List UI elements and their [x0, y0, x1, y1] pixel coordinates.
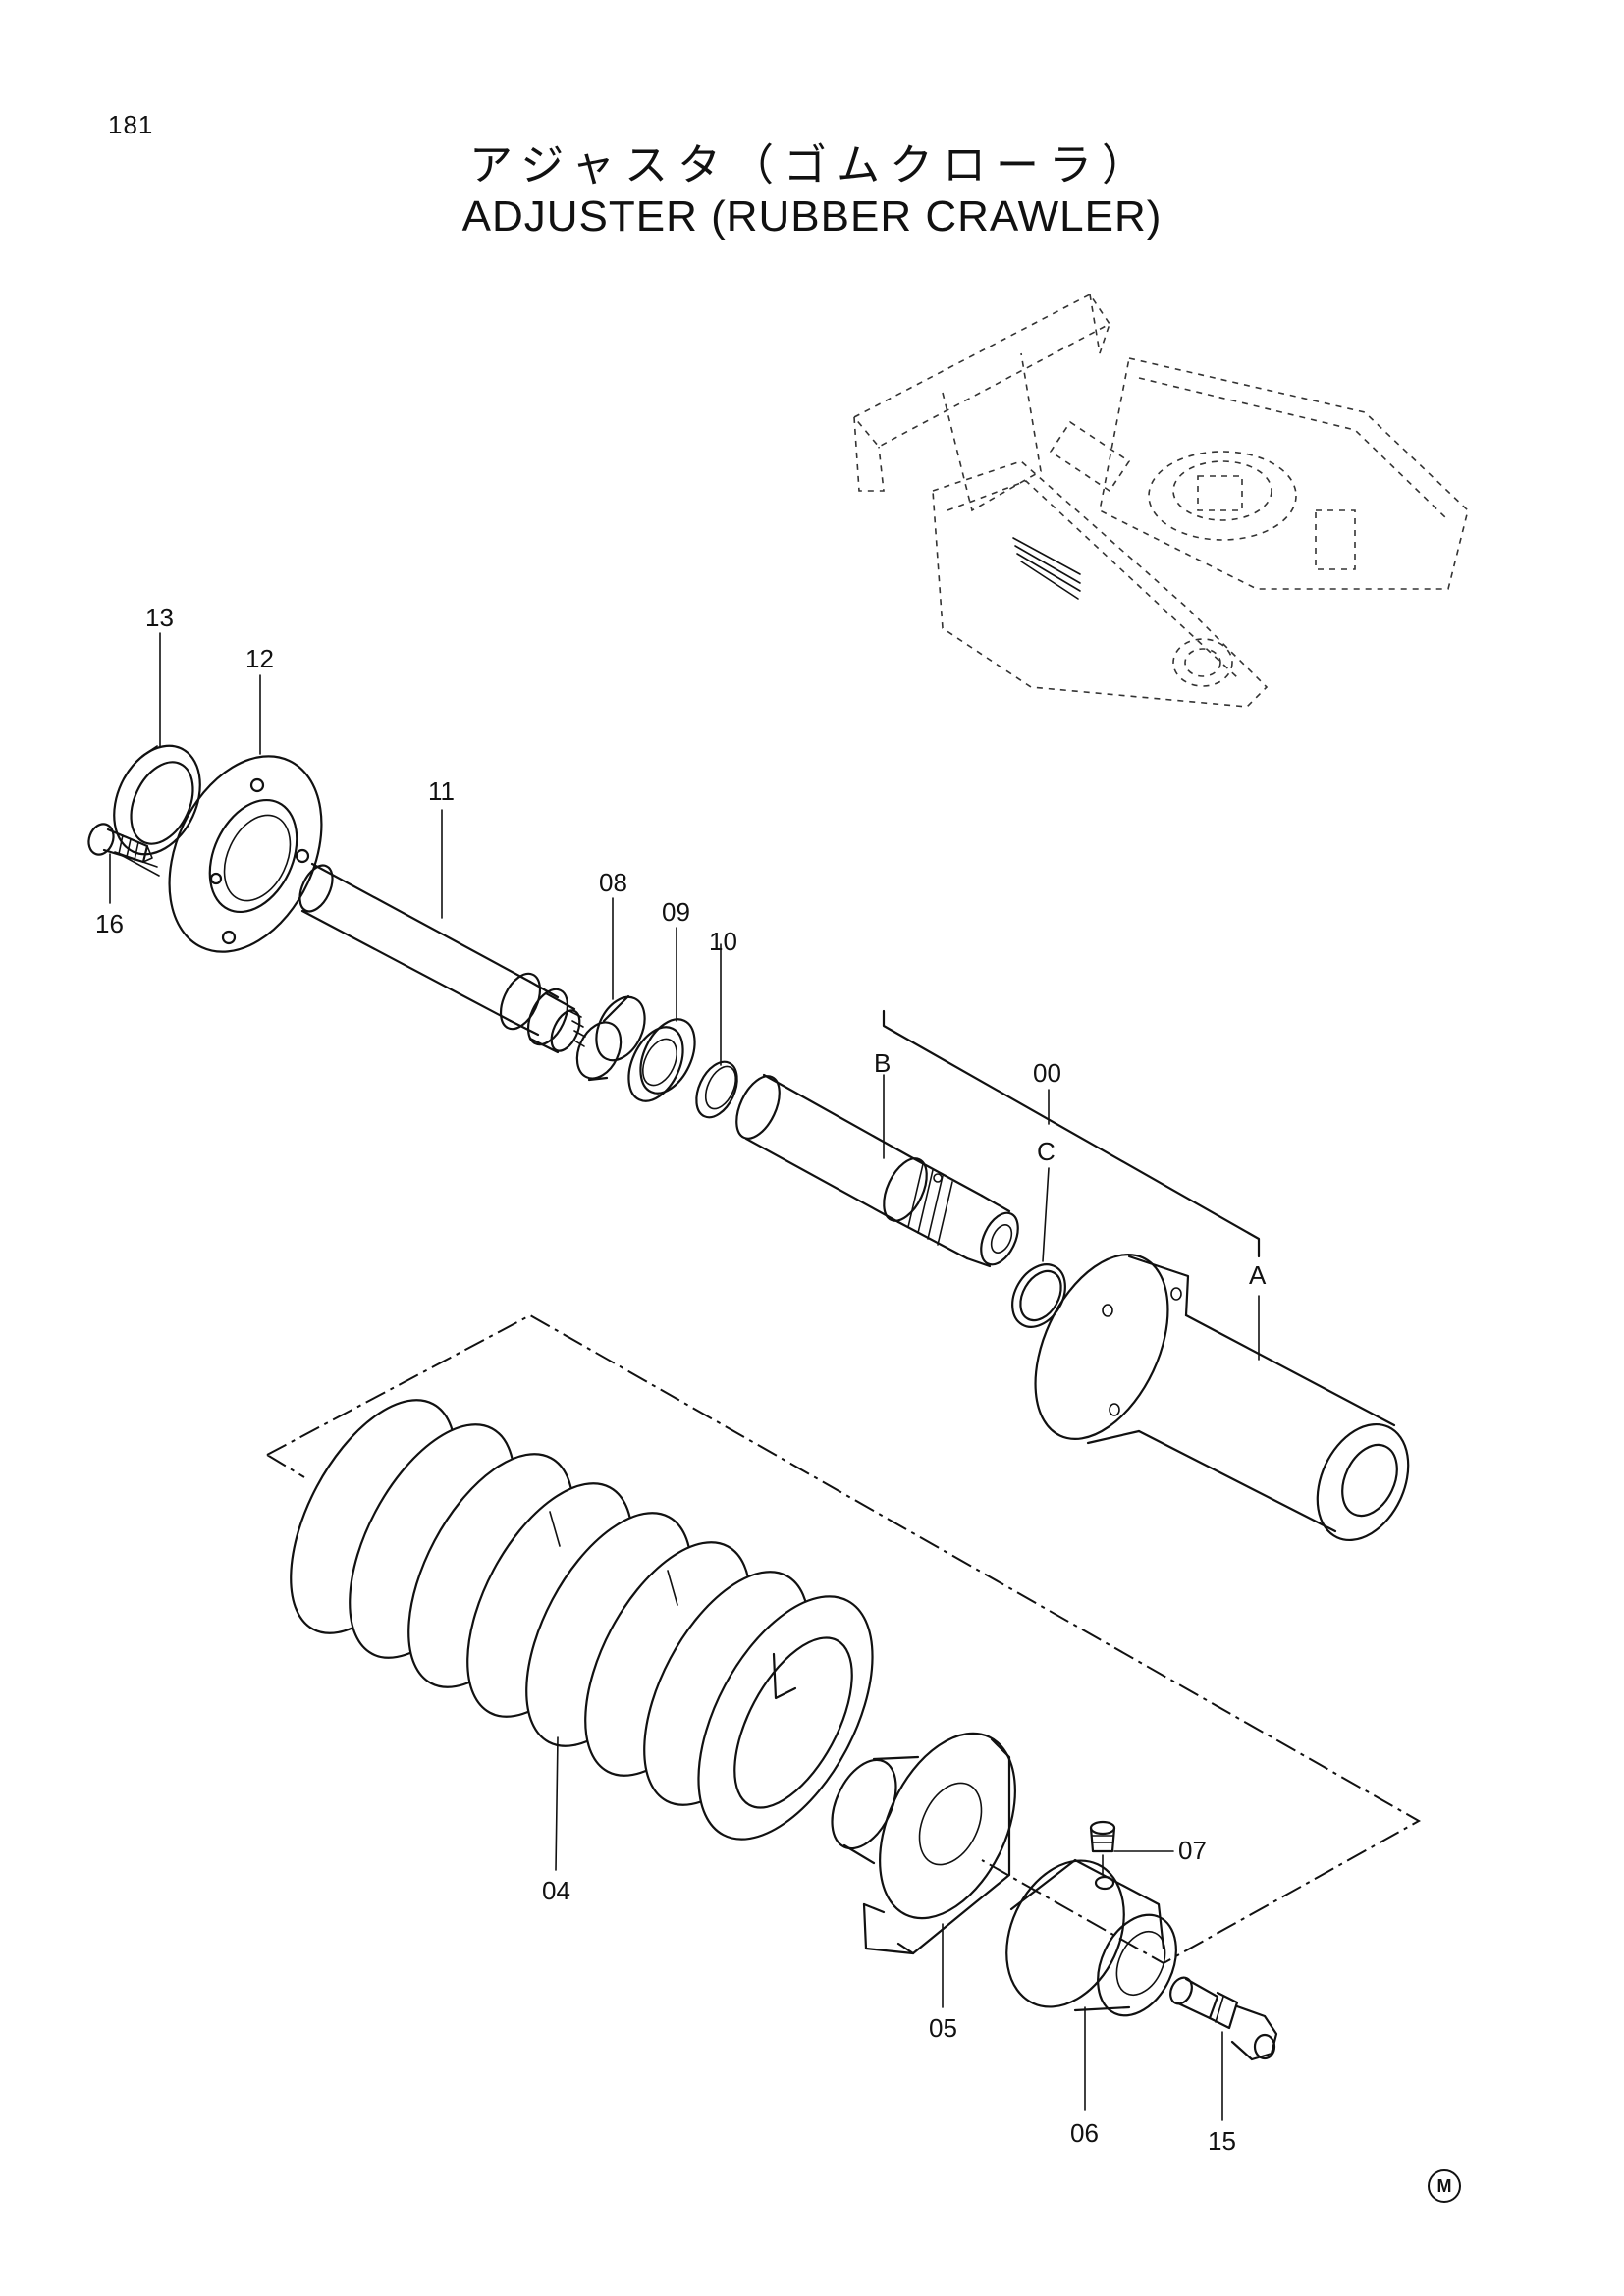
part-07-plug — [1089, 1820, 1116, 1876]
callout-c: C — [1037, 1137, 1056, 1166]
page-number: 181 — [108, 110, 154, 139]
part-b-piston-rod — [735, 1073, 1019, 1268]
callout-04: 04 — [542, 1876, 570, 1905]
callout-08: 08 — [599, 868, 627, 897]
circled-m-mark: M — [1428, 2169, 1461, 2203]
undercarriage-overview-illustration — [852, 293, 1469, 708]
part-10-snap-ring — [695, 1060, 738, 1119]
callout-13: 13 — [145, 603, 174, 632]
callout-a: A — [1249, 1260, 1267, 1290]
callout-05: 05 — [929, 2013, 957, 2043]
callout-09: 09 — [662, 897, 690, 927]
part-15-grease-fitting — [1169, 1976, 1278, 2061]
assembly-00-bracket — [882, 1009, 1261, 1361]
leader-lines — [109, 632, 1223, 2121]
part-11-rod — [298, 862, 586, 1054]
assembly-phantom-outline — [266, 1313, 1422, 1965]
callout-11: 11 — [428, 776, 455, 806]
part-06-nut — [1005, 1858, 1177, 2017]
callout-00: 00 — [1033, 1058, 1061, 1088]
callout-b: B — [874, 1048, 891, 1078]
callout-06: 06 — [1070, 2118, 1099, 2148]
callout-10: 10 — [709, 927, 737, 956]
part-04-coil-spring — [290, 1399, 874, 1841]
part-a-cylinder — [1034, 1254, 1410, 1542]
callout-16: 16 — [95, 909, 124, 938]
part-08-collar — [575, 994, 646, 1082]
callout-15: 15 — [1208, 2126, 1236, 2156]
page-title-japanese: アジャスタ（ゴムクローラ） — [468, 140, 1156, 190]
part-09-bearing — [627, 1018, 696, 1102]
callout-12: 12 — [245, 644, 274, 673]
part-13-seal — [113, 744, 201, 856]
callout-labels: 13 12 16 11 08 09 10 B 00 C A 04 05 06 0… — [95, 603, 1267, 2156]
page-title-english: ADJUSTER (RUBBER CRAWLER) — [461, 192, 1163, 240]
part-05-spring-seat — [831, 1732, 1016, 1955]
part-12-flange — [168, 755, 323, 953]
callout-07: 07 — [1178, 1836, 1207, 1865]
